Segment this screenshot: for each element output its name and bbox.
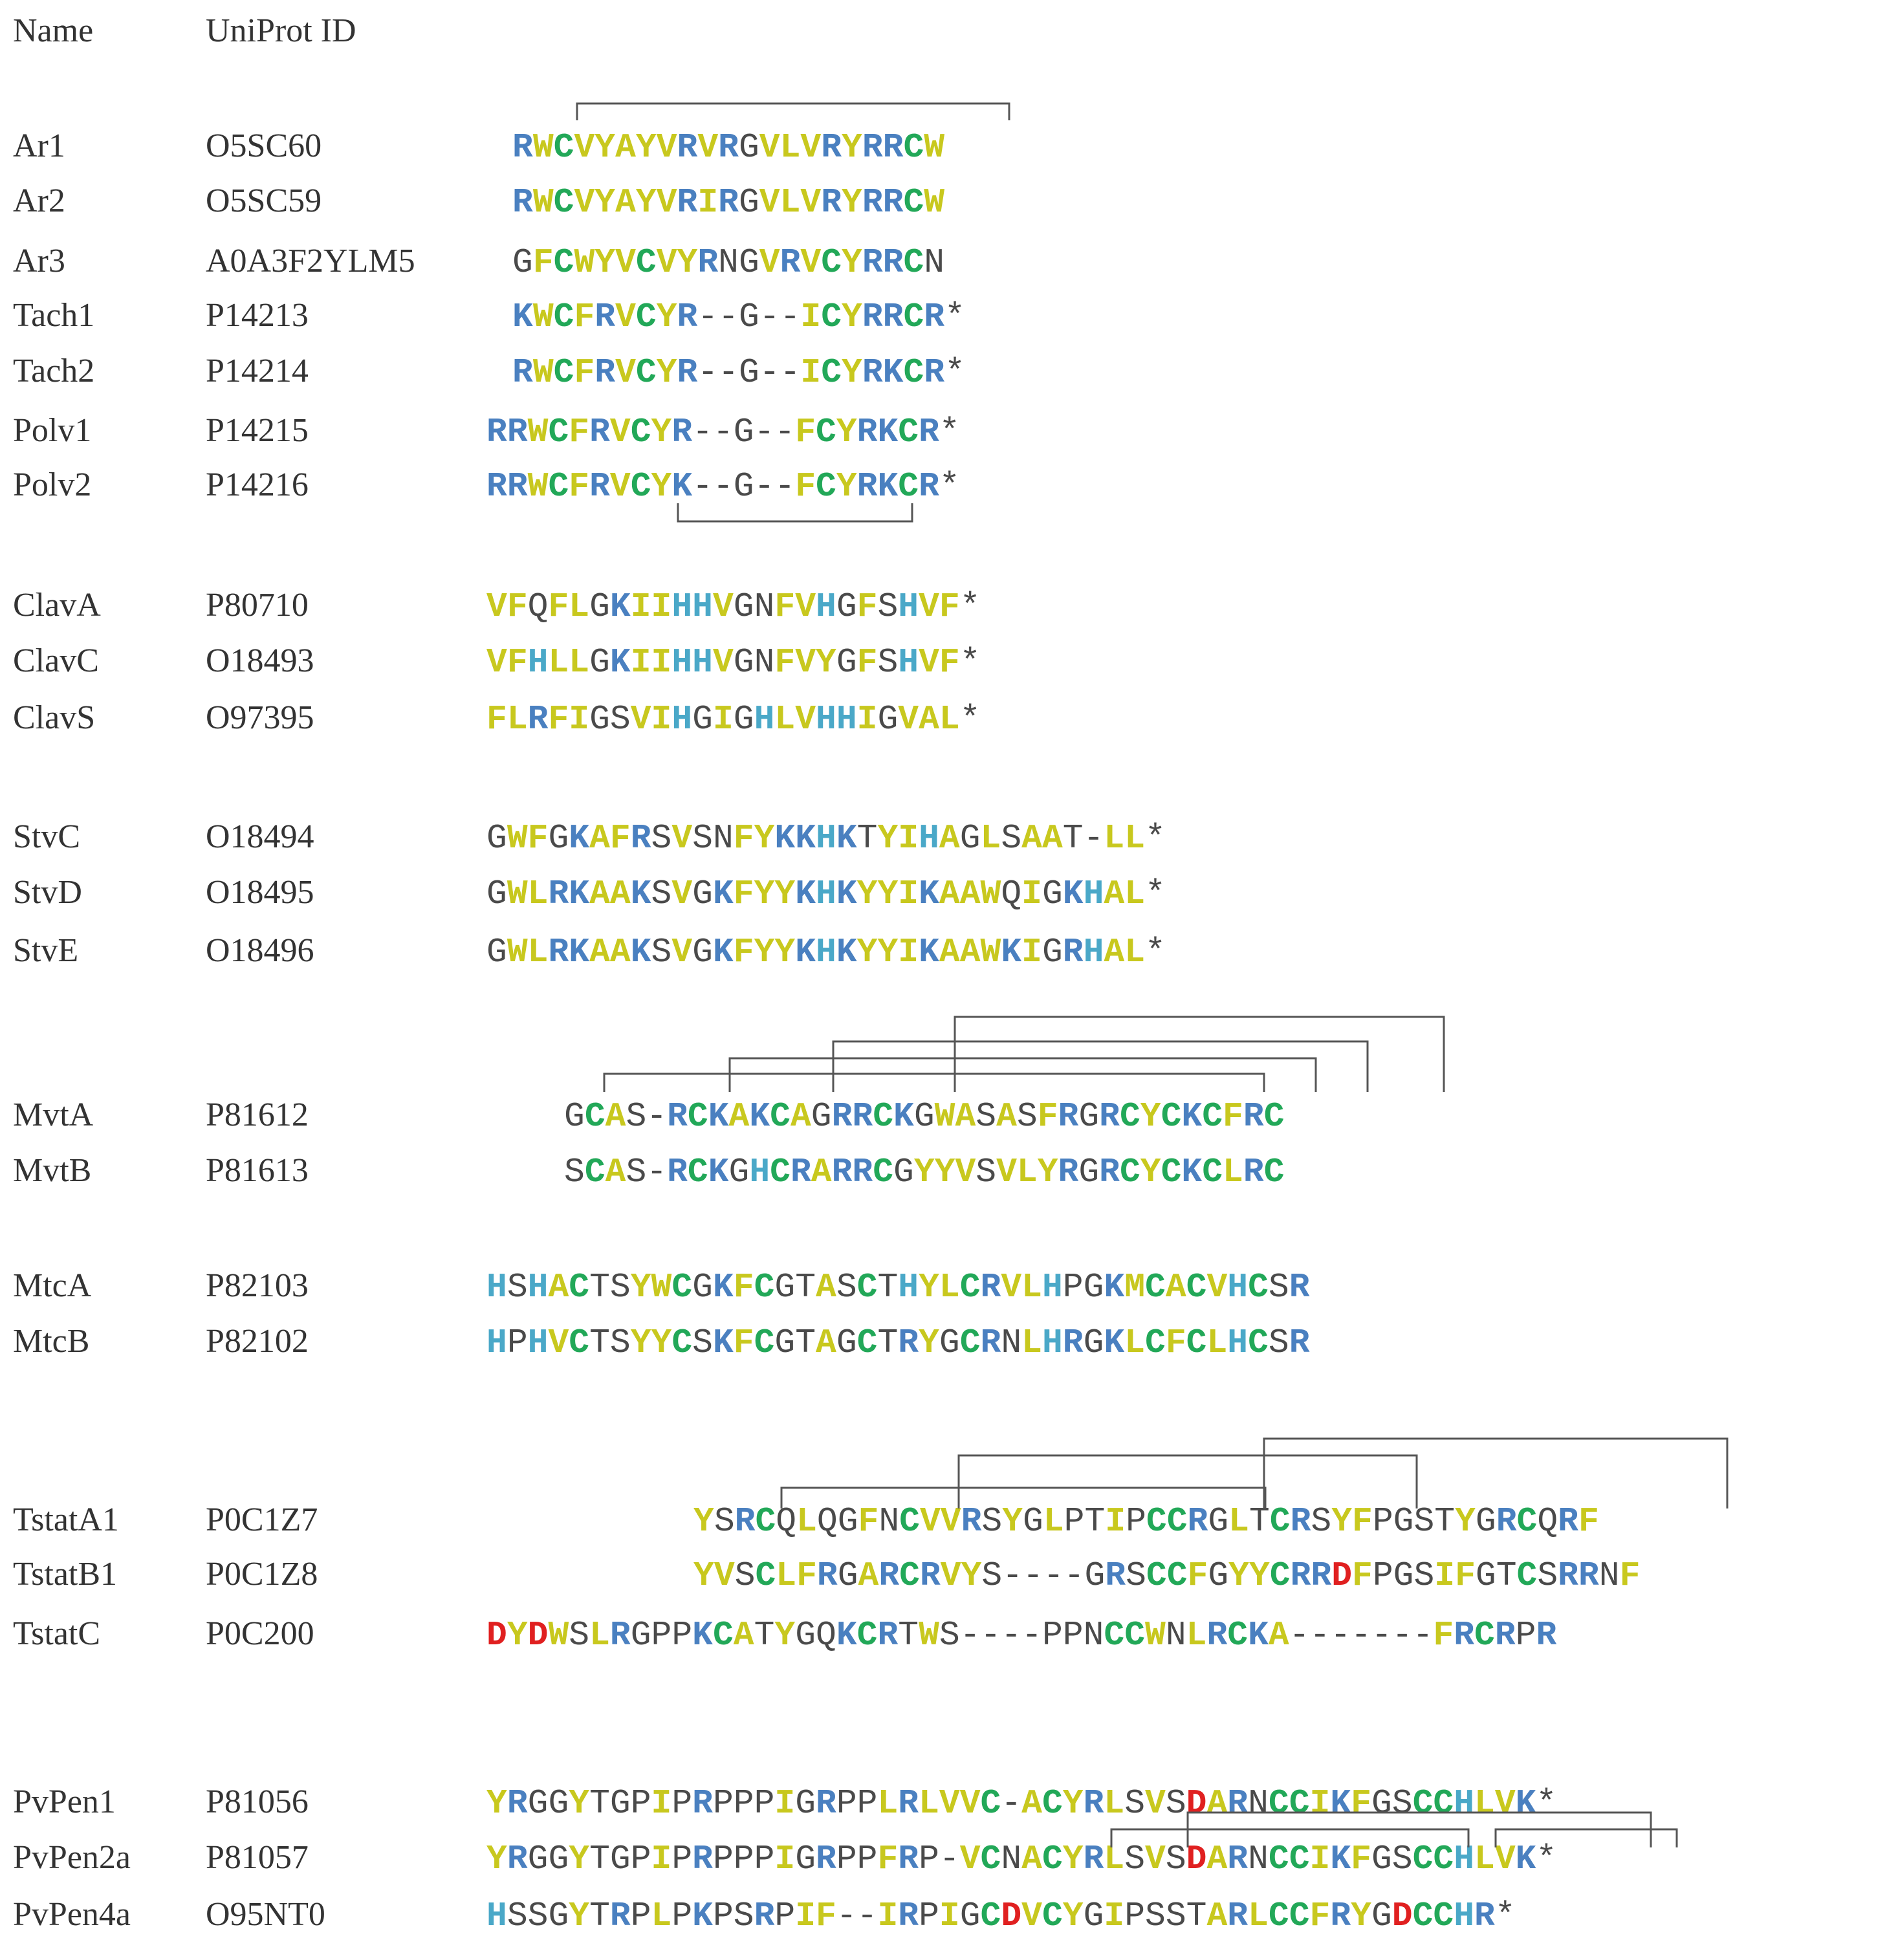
sequence: VFHLLGKIIHHVGNFVYGFSHVF* [486,643,981,682]
bond-bracket [832,1040,1369,1092]
bond-bracket [1494,1828,1678,1847]
bond-bracket [576,102,1010,120]
sequence: KWCFRVCYR--G--ICYRRCR* [512,298,965,336]
peptide-name: Ar1 [13,127,65,164]
uniprot-id: P0C1Z8 [206,1556,318,1593]
uniprot-id: P81057 [206,1839,309,1876]
sequence: RWCVYAYVRIRGVLVRYRRCW [512,183,945,222]
uniprot-id: P81613 [206,1152,309,1189]
sequence: YVSCLFRGARCRVYS----GRSCCFGYYCRRDFPGSIFGT… [693,1556,1641,1595]
peptide-name: ClavS [13,699,96,736]
peptide-name: MtcA [13,1267,92,1304]
uniprot-id: O18496 [206,932,314,969]
sequence: GWLRKAAKSVGKFYYKHKYYIKAAWKIGRHAL* [486,933,1166,972]
sequence: YRGGYTGPIPRPPPIGRPPLRLVVC-ACYRLSVSDARNCC… [486,1784,1557,1823]
peptide-name: Ar2 [13,182,65,219]
uniprot-id: P14214 [206,353,309,389]
peptide-name: ClavA [13,587,101,624]
sequence: SCAS-RCKGHCRARRCGYYVSVLYRGRCYCKCLRC [564,1153,1285,1192]
sequence: DYDWSLRGPPKCATYGQKCRTWS----PPNCCWNLRCKA-… [486,1616,1557,1655]
sequence: GFCWYVCVYRNGVRVCYRRCN [512,243,945,282]
peptide-name: Polv1 [13,412,92,449]
peptide-name: TstatA1 [13,1501,119,1538]
uniprot-id: O97395 [206,699,314,736]
uniprot-id: O18493 [206,642,314,679]
peptide-name: PvPen4a [13,1896,131,1933]
uniprot-id: P14216 [206,466,309,503]
peptide-name: PvPen2a [13,1839,131,1876]
uniprot-id: P81056 [206,1783,309,1820]
peptide-name: StvD [13,874,82,911]
uniprot-id: P14215 [206,412,309,449]
peptide-name: Polv2 [13,466,92,503]
sequence: YSRCQLQGFNCVVRSYGLPTIPCCRGLTCRSYFPGSTYGR… [693,1502,1599,1541]
sequence: RWCVYAYVRVRGVLVRYRRCW [512,128,945,167]
bond-bracket [603,1073,1265,1092]
uniprot-id: P0C1Z7 [206,1501,318,1538]
uniprot-id: O18494 [206,818,314,855]
bond-bracket [780,1486,1267,1508]
bond-bracket [1110,1828,1470,1847]
sequence: HSHACTSYWCGKFCGTASCTHYLCRVLHPGKMCACVHCSR [486,1268,1310,1307]
peptide-name: Tach1 [13,297,95,334]
sequence: RWCFRVCYR--G--ICYRKCR* [512,353,965,392]
bond-bracket [728,1057,1317,1092]
sequence: VFQFLGKIIHHVGNFVHGFSHVF* [486,587,981,626]
column-header-name: Name [13,12,94,49]
peptide-name: StvC [13,818,81,855]
uniprot-id: O5SC59 [206,182,322,219]
bond-bracket [957,1454,1418,1508]
sequence: RRWCFRVCYR--G--FCYRKCR* [486,413,960,452]
uniprot-id: O18495 [206,874,314,911]
peptide-name: MtcB [13,1323,90,1360]
uniprot-id: O5SC60 [206,127,322,164]
peptide-name: TstatC [13,1615,101,1652]
peptide-name: StvE [13,932,79,969]
sequence: GWFGKAFRSVSNFYKKHKTYIHAGLSAAT-LL* [486,819,1166,858]
sequence: HSSGYTRPLPKPSRPIF--IRPIGCDVCYGIPSSTARLCC… [486,1897,1516,1935]
bond-bracket [954,1016,1445,1092]
peptide-name: PvPen1 [13,1783,116,1820]
peptide-name: MvtB [13,1152,92,1189]
uniprot-id: P82102 [206,1323,309,1360]
sequence: GWLRKAAKSVGKFYYKHKYYIKAAWQIGKHAL* [486,875,1166,913]
peptide-name: TstatB1 [13,1556,118,1593]
sequence: RRWCFRVCYK--G--FCYRKCR* [486,467,960,506]
peptide-name: Ar3 [13,243,65,279]
uniprot-id: P80710 [206,587,309,624]
bond-bracket [1263,1437,1729,1508]
uniprot-id: P81612 [206,1096,309,1133]
peptide-name: MvtA [13,1096,94,1133]
sequence: YRGGYTGPIPRPPPIGRPPFRP-VCNACYRLSVSDARNCC… [486,1840,1557,1878]
peptide-name: Tach2 [13,353,95,389]
uniprot-id: P14213 [206,297,309,334]
uniprot-id: A0A3F2YLM5 [206,243,415,279]
uniprot-id: P0C200 [206,1615,314,1652]
sequence: FLRFIGSVIHGIGHLVHHIGVAL* [486,700,981,739]
uniprot-id: O95NT0 [206,1896,325,1933]
bond-bracket [677,503,913,523]
column-header-uniprot: UniProt ID [206,12,356,49]
peptide-name: ClavC [13,642,99,679]
sequence: HPHVCTSYYCSKFCGTAGCTRYGCRNLHRGKLCFCLHCSR [486,1323,1310,1362]
sequence: GCAS-RCKAKCAGRRCKGWASASFRGRCYCKCFRC [564,1097,1285,1136]
uniprot-id: P82103 [206,1267,309,1304]
